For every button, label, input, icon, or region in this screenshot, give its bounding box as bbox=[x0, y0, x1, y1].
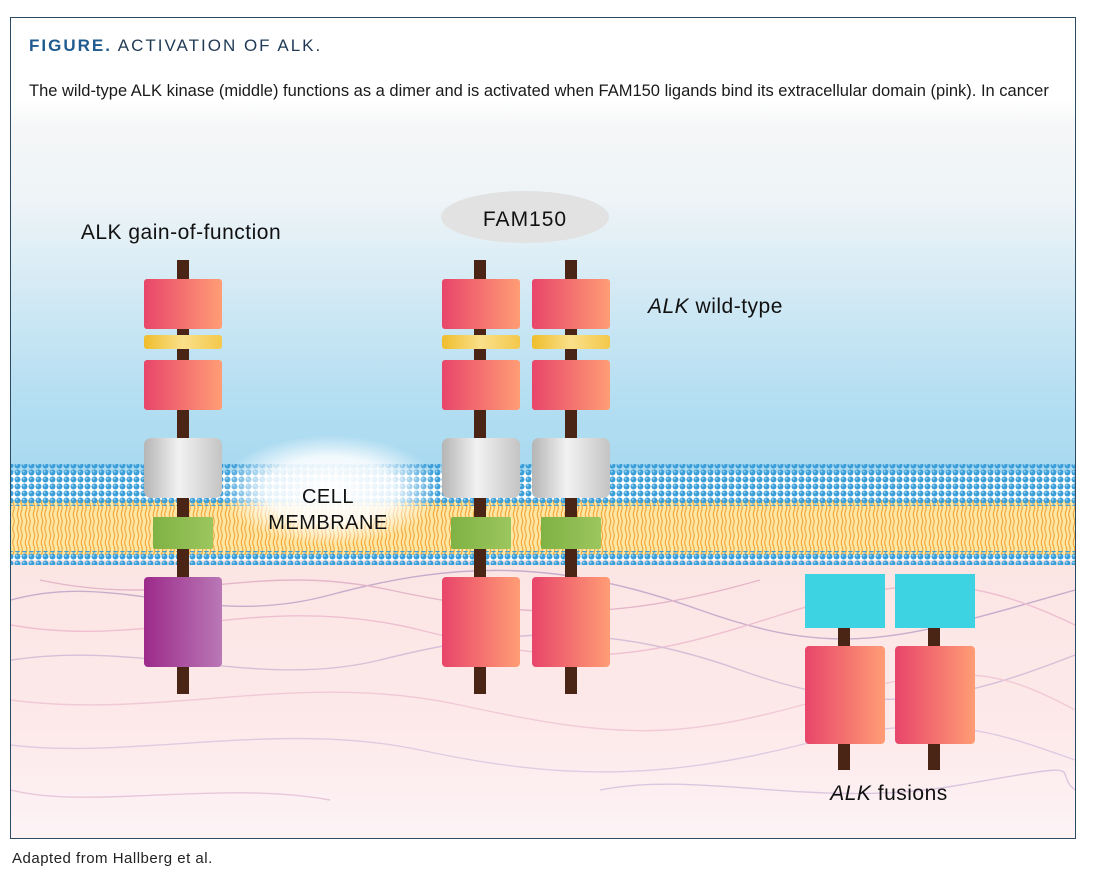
figure-title: ACTIVATION OF ALK. bbox=[117, 36, 323, 55]
figure-heading: FIGURE. ACTIVATION OF ALK. bbox=[29, 36, 322, 56]
figure-caption: The wild-type ALK kinase (middle) functi… bbox=[29, 82, 1049, 168]
figure-credit: Adapted from Hallberg et al. bbox=[12, 850, 213, 867]
figure-label: FIGURE. bbox=[29, 36, 112, 55]
figure-frame: FIGURE. ACTIVATION OF ALK. The wild-type… bbox=[10, 17, 1076, 839]
